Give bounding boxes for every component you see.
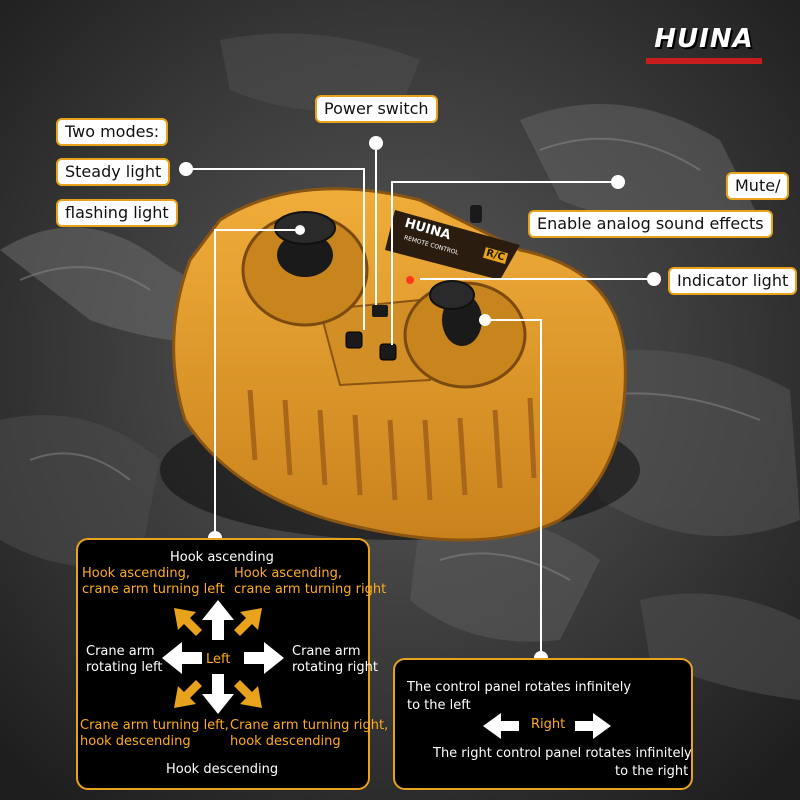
arrow-down-right [234,680,262,708]
label-down: Hook descending [166,762,279,777]
callout-enable-sound: Enable analog sound effects [528,210,773,238]
label-up-left-1: Hook ascending, [82,566,190,581]
label-down-left-2: hook descending [80,734,191,749]
arrow-left-right-panel [483,713,519,739]
arrow-down [202,674,234,714]
direction-arrows [162,600,284,714]
label-left-2: rotating left [86,660,163,675]
label-up-right-1: Hook ascending, [234,566,342,581]
label-right-2: rotating right [292,660,378,675]
label-right-1: Crane arm [292,644,361,659]
callout-two-modes: Two modes: [56,118,169,146]
right-label-bottom-1: The right control panel rotates infinite… [433,746,692,761]
label-up-left-2: crane arm turning left [82,582,225,597]
brand-logo-text: HUINA [654,24,754,54]
callout-power-switch: Power switch [315,95,438,123]
label-down-right-2: hook descending [230,734,341,749]
arrow-left [162,642,202,674]
arrow-down-left [174,680,202,708]
remote-controller [160,187,640,542]
arrow-right-right-panel [575,713,611,739]
callout-flashing-light: flashing light [56,199,178,227]
right-label-top-1: The control panel rotates infinitely [407,680,632,695]
callout-indicator-light: Indicator light [668,267,798,295]
label-center-left: Left [206,652,231,667]
brand-logo: HUINA [646,24,762,66]
arrow-up [202,600,234,640]
label-up-right-2: crane arm turning right [234,582,387,597]
right-joystick-panel: The control panel rotates infinitely to … [393,658,693,790]
leader-lines [186,143,654,658]
label-down-left-1: Crane arm turning left, [80,718,229,733]
right-label-center: Right [531,717,566,732]
label-down-right-1: Crane arm turning right, [230,718,389,733]
label-up: Hook ascending [170,550,274,565]
right-label-bottom-2: to the right [615,764,689,779]
label-left-1: Crane arm [86,644,155,659]
right-label-top-2: to the left [407,698,471,713]
arrow-up-right [234,608,262,636]
callout-steady-light: Steady light [56,158,171,186]
left-joystick-panel: Hook ascending Hook ascending, crane arm… [76,538,388,790]
logo-underline [646,58,762,64]
right-arrows [483,713,611,739]
arrow-right [244,642,284,674]
callout-mute: Mute/ [726,172,790,200]
arrow-up-left [174,608,202,636]
